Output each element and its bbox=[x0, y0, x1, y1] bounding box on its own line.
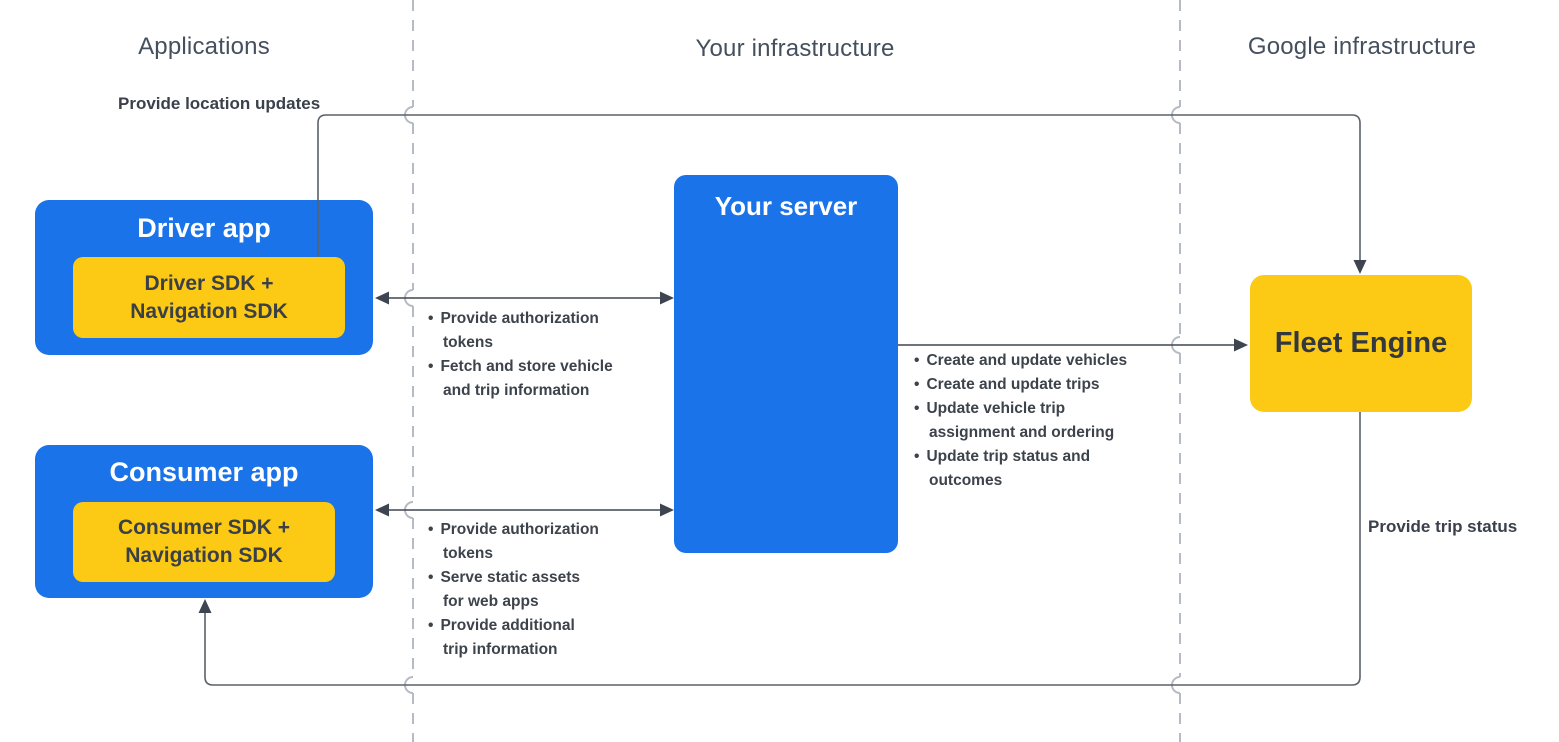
list-item: Create and update vehicles bbox=[914, 349, 1179, 373]
list-item: Provide authorization tokens bbox=[428, 518, 633, 566]
your-server-title: Your server bbox=[714, 191, 858, 221]
driver-sdk-line2: Navigation SDK bbox=[130, 299, 288, 323]
consumer-app-title: Consumer app bbox=[109, 457, 299, 487]
consumer-sdk-line1: Consumer SDK + bbox=[117, 516, 291, 539]
consumer-sdk-line2: Navigation SDK bbox=[125, 544, 283, 567]
list-item: Create and update trips bbox=[914, 373, 1179, 397]
list-item: Update trip status and outcomes bbox=[914, 445, 1179, 493]
arrowhead-right-into-your-server2-icon bbox=[660, 503, 674, 517]
lane-divider-left bbox=[404, 0, 414, 742]
list-item: Update vehicle trip assignment and order… bbox=[914, 397, 1179, 445]
edge-trip-status bbox=[204, 412, 1361, 686]
consumer-app-node: Consumer app Consumer SDK + Navigation S… bbox=[35, 445, 373, 598]
driver-sdk-node: Driver SDK + Navigation SDK bbox=[73, 257, 345, 338]
list-item: Fetch and store vehicle and trip informa… bbox=[428, 355, 633, 403]
list-driver-to-server: Provide authorization tokens Fetch and s… bbox=[428, 307, 633, 403]
your-server-node: Your server bbox=[674, 175, 898, 553]
label-provide-location-updates: Provide location updates bbox=[118, 94, 321, 113]
arrowhead-left-into-driver-app-icon bbox=[375, 291, 389, 305]
driver-sdk-line1: Driver SDK + bbox=[144, 271, 274, 295]
lane-header-applications: Applications bbox=[138, 33, 270, 60]
list-item: Provide additional trip information bbox=[428, 614, 633, 662]
lane-header-google-infrastructure: Google infrastructure bbox=[1247, 33, 1477, 60]
fleet-engine-title: Fleet Engine bbox=[1274, 327, 1448, 359]
driver-app-title: Driver app bbox=[137, 213, 271, 243]
arrowhead-down-into-fleet-engine-icon bbox=[1353, 260, 1367, 274]
arrowhead-up-into-consumer-app-icon bbox=[198, 599, 212, 613]
consumer-sdk-node: Consumer SDK + Navigation SDK bbox=[73, 502, 335, 582]
edge-location-updates bbox=[317, 114, 1361, 260]
arrowhead-right-into-fleet-engine-icon bbox=[1234, 338, 1248, 352]
driver-app-node: Driver app Driver SDK + Navigation SDK bbox=[35, 200, 373, 355]
list-server-to-fleet: Create and update vehicles Create and up… bbox=[914, 349, 1179, 493]
lane-header-your-infrastructure: Your infrastructure bbox=[695, 35, 895, 62]
fleet-engine-node: Fleet Engine bbox=[1250, 275, 1472, 412]
arrowhead-left-into-consumer-app-icon bbox=[375, 503, 389, 517]
list-item: Provide authorization tokens bbox=[428, 307, 633, 355]
list-item: Serve static assets for web apps bbox=[428, 566, 633, 614]
list-consumer-to-server: Provide authorization tokens Serve stati… bbox=[428, 518, 633, 662]
label-provide-trip-status: Provide trip status bbox=[1368, 517, 1518, 536]
arrowhead-right-into-your-server-icon bbox=[660, 291, 674, 305]
